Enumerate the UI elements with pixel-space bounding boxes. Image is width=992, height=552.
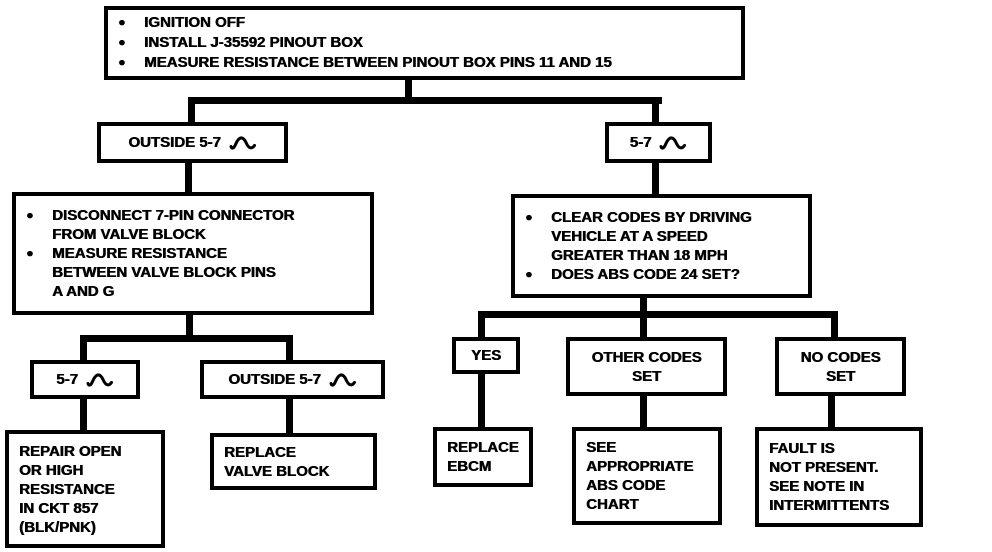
- text-line: DISCONNECT 7-PIN CONNECTOR: [52, 207, 295, 224]
- bullet-icon: [525, 265, 551, 285]
- text-line: REPAIR OPEN: [19, 442, 122, 460]
- connector-line: [478, 311, 838, 318]
- node-no-codes-set: NO CODES SET: [775, 337, 906, 396]
- bullet-item: IGNITION OFF: [118, 13, 731, 33]
- connector-line: [652, 160, 659, 196]
- text-line: (BLK/PNK): [19, 518, 96, 536]
- connector-line: [828, 394, 835, 430]
- connector-line: [185, 160, 192, 196]
- connector-line: [188, 97, 662, 104]
- text-line: VEHICLE AT A SPEED: [551, 227, 708, 245]
- text-line: SEE: [586, 439, 617, 456]
- node-branch-outside-range: OUTSIDE 5-7: [97, 122, 288, 163]
- bullet-item: DISCONNECT 7-PIN CONNECTOR FROM VALVE BL…: [26, 206, 360, 244]
- text-line: GREATER THAN 18 MPH: [551, 246, 728, 264]
- bullet-item: MEASURE RESISTANCE BETWEEN PINOUT BOX PI…: [118, 53, 731, 73]
- text-line: VALVE BLOCK: [224, 462, 330, 480]
- text-line: A AND G: [52, 283, 115, 300]
- connector-line: [478, 372, 485, 430]
- node-disconnect-measure: DISCONNECT 7-PIN CONNECTOR FROM VALVE BL…: [12, 192, 374, 315]
- text-line: REPLACE: [447, 439, 519, 456]
- text-line: CHART: [586, 496, 639, 513]
- connector-line: [188, 97, 195, 127]
- bullet-icon: [118, 53, 144, 73]
- text-line: FROM VALVE BLOCK: [52, 226, 206, 243]
- node-branch-in-range: 5-7: [605, 122, 712, 163]
- node-repair-open: REPAIR OPEN OR HIGH RESISTANCE IN CKT 85…: [5, 430, 165, 548]
- text-line: INSTALL J-35592 PINOUT BOX: [144, 34, 363, 51]
- bullet-icon: [118, 13, 144, 33]
- connector-line: [640, 296, 647, 316]
- node-see-abs-code-chart: SEE APPROPRIATE ABS CODE CHART: [572, 427, 722, 525]
- resistance-wave-icon: [659, 135, 687, 150]
- text-line: INTERMITTENTS: [769, 497, 889, 514]
- connector-line: [286, 335, 293, 364]
- resistance-wave-icon: [86, 372, 113, 387]
- range-label: 5-7: [56, 371, 78, 388]
- text-line: SET: [631, 367, 662, 385]
- node-clear-codes: CLEAR CODES BY DRIVING VEHICLE AT A SPEE…: [511, 194, 812, 298]
- resistance-wave-icon: [229, 135, 256, 150]
- text-line: CLEAR CODES BY DRIVING: [551, 208, 752, 226]
- bullet-item: CLEAR CODES BY DRIVING VEHICLE AT A SPEE…: [525, 208, 798, 265]
- text-line: FAULT IS: [769, 440, 835, 457]
- connector-line: [831, 311, 838, 340]
- text-line: DOES ABS CODE 24 SET?: [551, 265, 740, 283]
- text-line: MEASURE RESISTANCE: [52, 245, 227, 262]
- text-line: REPLACE: [224, 443, 296, 461]
- connector-line: [186, 313, 193, 341]
- text-line: ABS CODE: [586, 477, 666, 494]
- text-line: EBCM: [447, 458, 492, 475]
- node-replace-ebcm: REPLACE EBCM: [433, 427, 533, 487]
- connector-line: [640, 311, 647, 340]
- connector-line: [286, 397, 293, 436]
- bullet-icon: [26, 244, 52, 264]
- node-replace-valve-block: REPLACE VALVE BLOCK: [210, 433, 377, 490]
- text-line: OR HIGH: [19, 461, 84, 479]
- node-fault-not-present: FAULT IS NOT PRESENT. SEE NOTE IN INTERM…: [755, 427, 923, 527]
- text-line: SEE NOTE IN: [769, 478, 865, 495]
- answer-label: YES: [470, 347, 501, 364]
- range-label: OUTSIDE 5-7: [128, 134, 221, 151]
- node-yes: YES: [452, 337, 520, 374]
- connector-line: [478, 311, 485, 340]
- range-label: OUTSIDE 5-7: [228, 371, 321, 388]
- node-sub-in-range: 5-7: [30, 360, 140, 399]
- bullet-icon: [118, 33, 144, 53]
- node-sub-outside-range: OUTSIDE 5-7: [200, 360, 385, 399]
- text-line: APPROPRIATE: [586, 458, 694, 475]
- bullet-icon: [26, 206, 52, 226]
- bullet-icon: [525, 208, 551, 228]
- connector-line: [652, 97, 659, 127]
- text-line: IN CKT 857: [19, 499, 99, 517]
- bullet-item: DOES ABS CODE 24 SET?: [525, 265, 798, 285]
- connector-line: [640, 394, 647, 430]
- text-line: NOT PRESENT.: [769, 459, 879, 476]
- text-line: SET: [825, 367, 856, 385]
- connector-line: [80, 335, 87, 364]
- text-line: IGNITION OFF: [144, 14, 245, 31]
- connector-line: [80, 397, 87, 433]
- connector-line: [80, 335, 293, 342]
- connector-line: [405, 78, 412, 104]
- bullet-item: MEASURE RESISTANCE BETWEEN VALVE BLOCK P…: [26, 244, 360, 301]
- text-line: NO CODES: [800, 348, 881, 366]
- node-start: IGNITION OFF INSTALL J-35592 PINOUT BOX …: [104, 6, 745, 80]
- text-line: BETWEEN VALVE BLOCK PINS: [52, 264, 276, 281]
- range-label: 5-7: [629, 134, 652, 151]
- resistance-wave-icon: [329, 372, 356, 387]
- text-line: OTHER CODES: [591, 348, 702, 366]
- node-other-codes-set: OTHER CODES SET: [566, 337, 727, 396]
- text-line: MEASURE RESISTANCE BETWEEN PINOUT BOX PI…: [144, 54, 612, 71]
- bullet-item: INSTALL J-35592 PINOUT BOX: [118, 33, 731, 53]
- text-line: RESISTANCE: [19, 480, 115, 498]
